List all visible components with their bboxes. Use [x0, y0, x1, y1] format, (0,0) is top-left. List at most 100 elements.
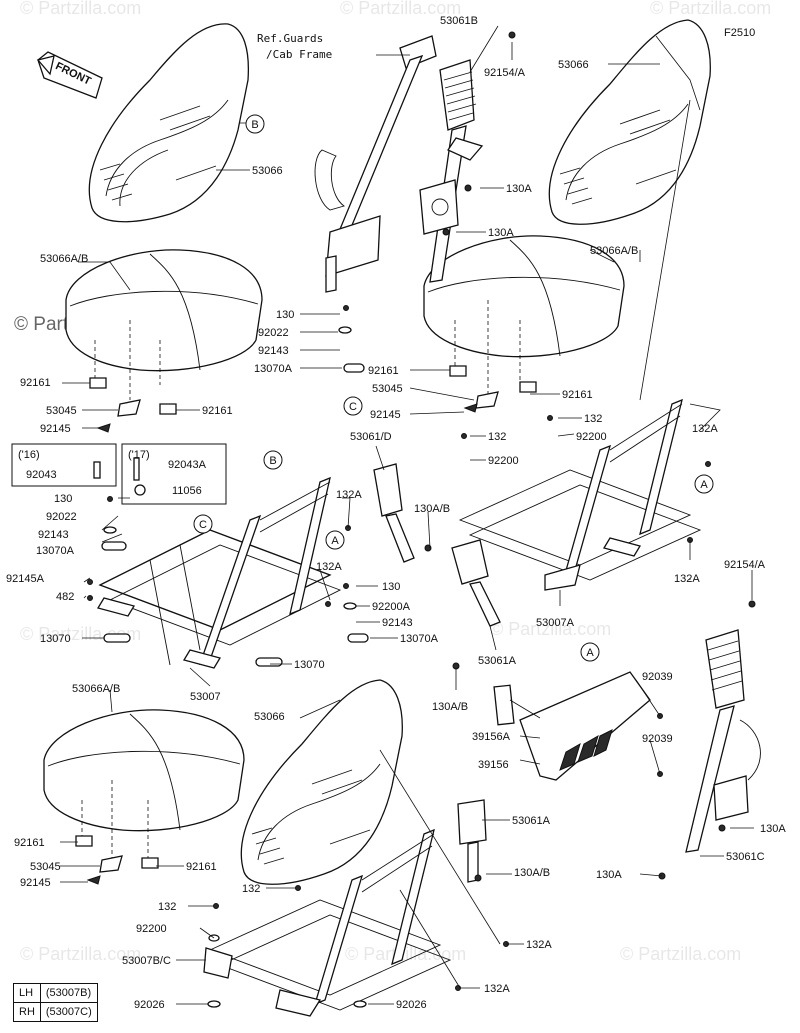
callout-c-1: C [343, 396, 363, 416]
part-label: 92154/A [724, 559, 766, 571]
part-label: 132 [584, 413, 602, 425]
callout-a-2: A [694, 474, 714, 494]
part-label: 92022 [46, 511, 77, 523]
part-label: 92026 [134, 999, 165, 1011]
part-label: 53061A [512, 815, 551, 827]
diagram-text: B [251, 119, 258, 131]
diagram-text: © Partzilla.com [490, 619, 611, 639]
part-label: 92154/A [484, 67, 526, 79]
part-label: 132A [692, 423, 718, 435]
part-label: 92145 [20, 877, 51, 889]
legend-part: (53007B) [39, 983, 98, 1003]
part-label: 132 [158, 901, 176, 913]
part-label: 132 [242, 883, 260, 895]
buckle-53061a-bottom [457, 799, 487, 883]
part-label: 132A [316, 561, 342, 573]
seat-backrest-top-left [88, 23, 250, 223]
seat-belt-top [419, 59, 484, 283]
seat-belt-right [685, 629, 761, 853]
part-label: 53066 [558, 59, 589, 71]
part-label: 53007 [190, 691, 221, 703]
part-label: 92161 [202, 405, 233, 417]
buckle-53061a-middle [451, 539, 501, 627]
part-label: 13070A [36, 545, 75, 557]
part-label: 53061A [478, 655, 517, 667]
part-label: 92145 [40, 423, 71, 435]
part-label: 92143 [258, 345, 289, 357]
part-label: 130A [596, 869, 622, 881]
part-label: 132A [484, 983, 510, 995]
part-label: 53007B/C [122, 955, 171, 967]
diagram-text: 92043A [168, 459, 207, 471]
seat-cushion-top-right [423, 235, 625, 396]
part-label: 92200 [136, 923, 167, 935]
part-label: 53061B [440, 15, 478, 27]
part-label: 92200 [576, 431, 607, 443]
callout-b-1: B [245, 114, 265, 134]
seat-cushion-top-left [65, 249, 263, 400]
part-label: 92039 [642, 671, 673, 683]
part-label: 92161 [562, 389, 593, 401]
part-label: 132 [488, 431, 506, 443]
diagram-text: C [199, 519, 207, 531]
callout-c-2: C [193, 514, 213, 534]
ref-note-line2: /Cab Frame [266, 48, 332, 61]
part-label: 92200A [372, 601, 411, 613]
diagram-text: B [269, 455, 276, 467]
part-label: 92161 [14, 837, 45, 849]
part-label: 92022 [258, 327, 289, 339]
part-label: 92200 [488, 455, 519, 467]
diagram-text: © Partzilla.com [620, 944, 741, 964]
part-label: 130A/B [514, 867, 550, 879]
panel-39156 [519, 671, 651, 781]
part-label: 132A [336, 489, 362, 501]
clips-53045 [75, 365, 537, 885]
pad-39156a [493, 684, 515, 726]
figure-code: F2510 [724, 27, 755, 39]
callout-a-1: A [325, 530, 345, 550]
legend-row: RH (53007C) [13, 1002, 98, 1022]
part-label: 92145 [370, 409, 401, 421]
seat-frame-bottom [203, 828, 452, 1017]
seat-frame-left [96, 476, 342, 669]
part-label: 53066 [254, 711, 285, 723]
part-label: 92143 [382, 617, 413, 629]
part-label: 13070 [294, 659, 325, 671]
ref-note-line1: Ref.Guards [257, 32, 323, 45]
part-label: 130 [382, 581, 400, 593]
part-label: 53045 [46, 405, 77, 417]
part-label: 92026 [396, 999, 427, 1011]
part-label: 13070 [40, 633, 71, 645]
part-label: 130 [54, 493, 72, 505]
seat-cushion-bottom-left [43, 709, 245, 870]
part-label: 92145A [6, 573, 45, 585]
part-label: 130A/B [414, 503, 450, 515]
side-legend-table: LH (53007B) RH (53007C) [13, 983, 98, 1022]
front-arrow-icon: FRONT [36, 51, 103, 99]
part-label: 92161 [368, 365, 399, 377]
diagram-text: A [586, 647, 594, 659]
diagram-text: © Partzilla.com [20, 944, 141, 964]
seat-backrest-top-right [548, 19, 711, 225]
year-box-16: ('16) 92043 [11, 443, 117, 487]
diagram-text: C [349, 401, 357, 413]
grommets-left [101, 326, 369, 1008]
part-label: 53066A/B [590, 245, 638, 257]
part-label: 132A [526, 939, 552, 951]
callout-a-3: A [580, 642, 600, 662]
part-label: 53061/D [350, 431, 392, 443]
diagram-text: 92043 [26, 469, 57, 481]
part-label: 130A [760, 823, 786, 835]
part-label: 92161 [20, 377, 51, 389]
part-label: 482 [56, 591, 74, 603]
part-label: 130 [276, 309, 294, 321]
seat-backrest-bottom-middle [240, 679, 403, 885]
diagram-text: 11056 [172, 485, 202, 497]
part-label: 53066A/B [40, 253, 88, 265]
legend-part: (53007C) [39, 1002, 98, 1022]
part-label: 130A [488, 227, 514, 239]
part-label: 53045 [30, 861, 61, 873]
diagram-text: © Partzilla.com [20, 0, 141, 18]
part-label: 39156 [478, 759, 509, 771]
